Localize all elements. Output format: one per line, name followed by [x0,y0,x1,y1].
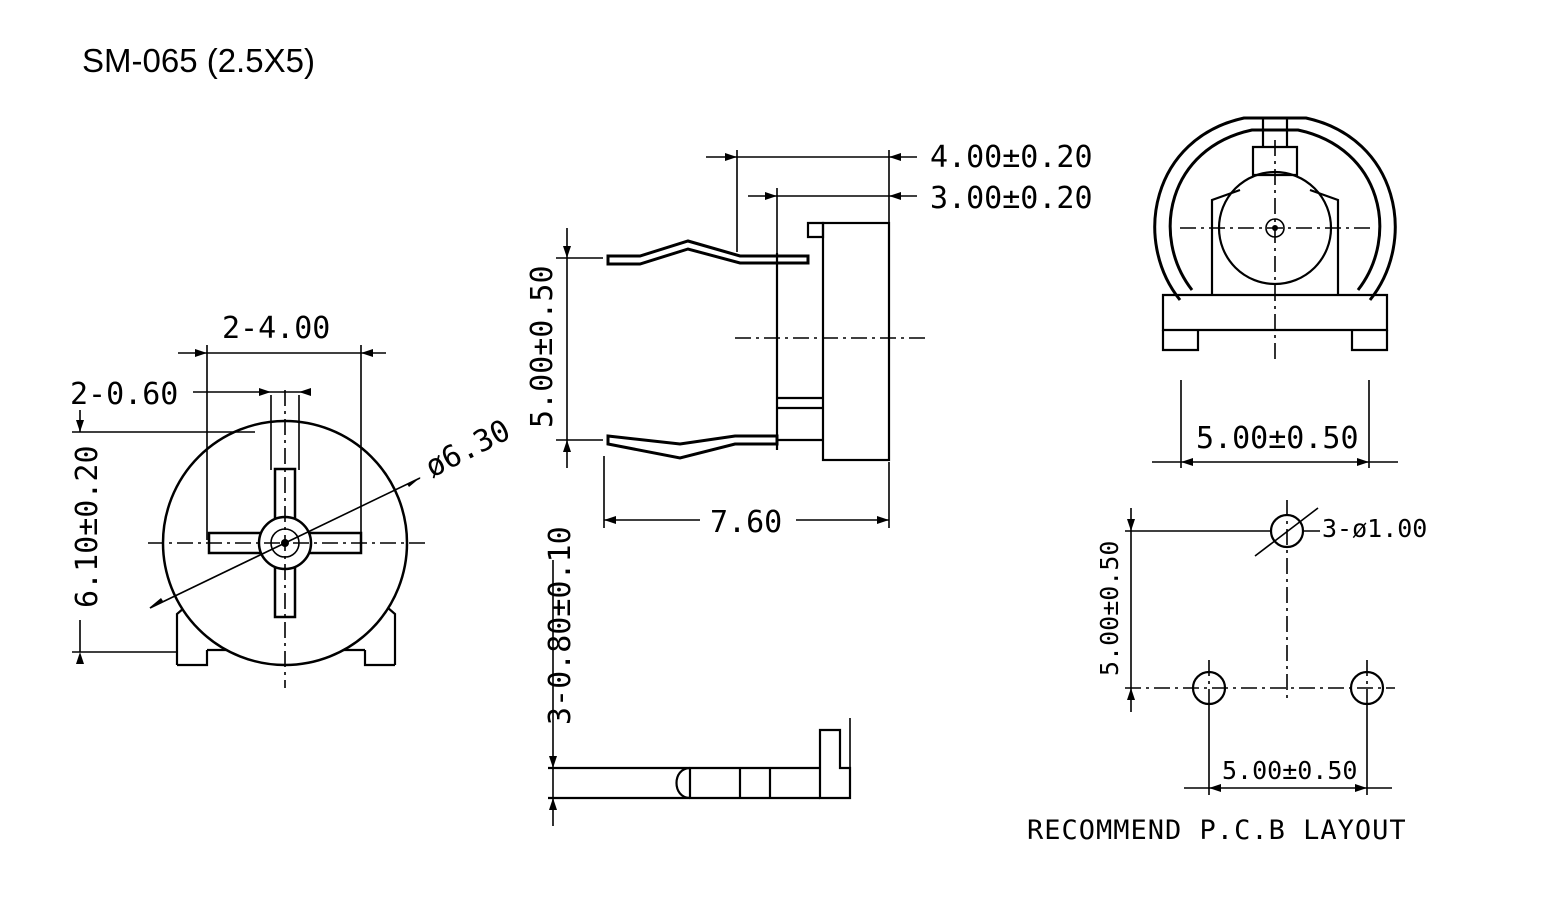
body-profile [821,221,891,462]
lead-span-label: 5.00±0.50 [525,265,560,428]
body-depth-label: 3.00±0.20 [930,181,1093,216]
lead-thickness-label: 3-0.80±0.10 [543,526,578,725]
rear-view [1152,116,1398,468]
pcb-layout [1125,500,1395,795]
pin-pitch-label: 2-4.00 [222,311,330,346]
side-view [556,150,930,528]
overall-depth-label: 4.00±0.20 [930,140,1093,175]
horizontal-spacing-label: 5.00±0.50 [1222,756,1357,785]
overall-length-label: 7.60 [710,505,782,540]
hole-diameter-label: 3-ø1.00 [1322,514,1427,543]
diameter-label: ø6.30 [420,413,516,485]
pcb-layout-caption: RECOMMEND P.C.B LAYOUT [1027,815,1407,846]
front-view [72,345,425,688]
part-title: SM-065 (2.5X5) [82,42,315,79]
height-label: 6.10±0.20 [70,445,105,608]
vertical-spacing-label: 5.00±0.50 [1095,541,1124,676]
pin-spacing-label: 5.00±0.50 [1196,421,1359,456]
lead-detail [548,560,852,826]
pin-width-label: 2-0.60 [70,377,178,412]
